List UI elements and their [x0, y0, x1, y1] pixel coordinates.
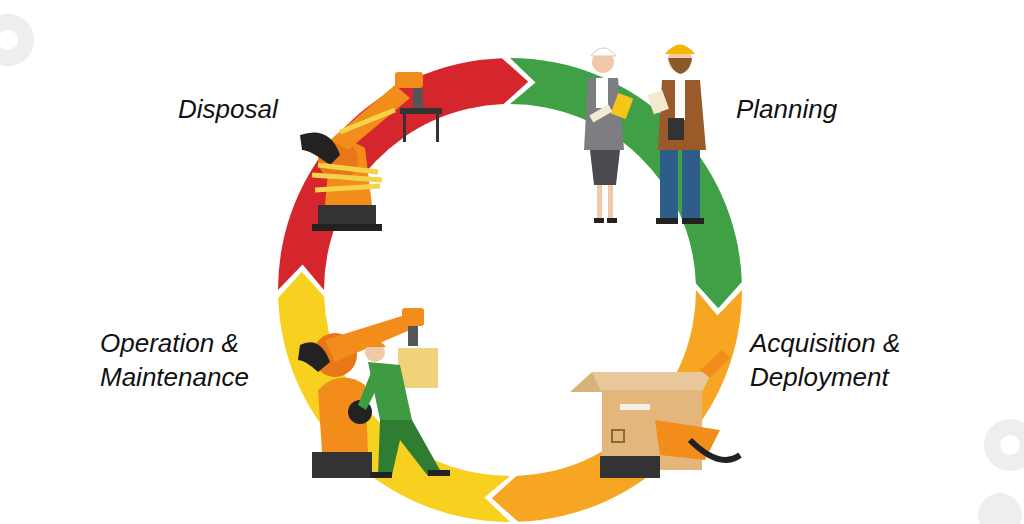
background-gear	[0, 14, 1024, 524]
cycle-ring	[278, 58, 742, 522]
disposed-robot	[300, 72, 442, 231]
delivery-box	[570, 350, 740, 478]
cycle-arrow	[510, 58, 742, 308]
maintained-robot	[298, 308, 450, 478]
cycle-arrow	[278, 272, 510, 522]
stage-label: Planning	[736, 92, 896, 126]
stage-label: Disposal	[178, 92, 338, 126]
cycle-arrow	[492, 290, 742, 522]
planners	[584, 45, 706, 225]
cycle-arrow	[278, 58, 528, 290]
stage-label: Operation & Maintenance	[100, 326, 272, 394]
stage-label: Acquisition & Deployment	[750, 326, 940, 394]
